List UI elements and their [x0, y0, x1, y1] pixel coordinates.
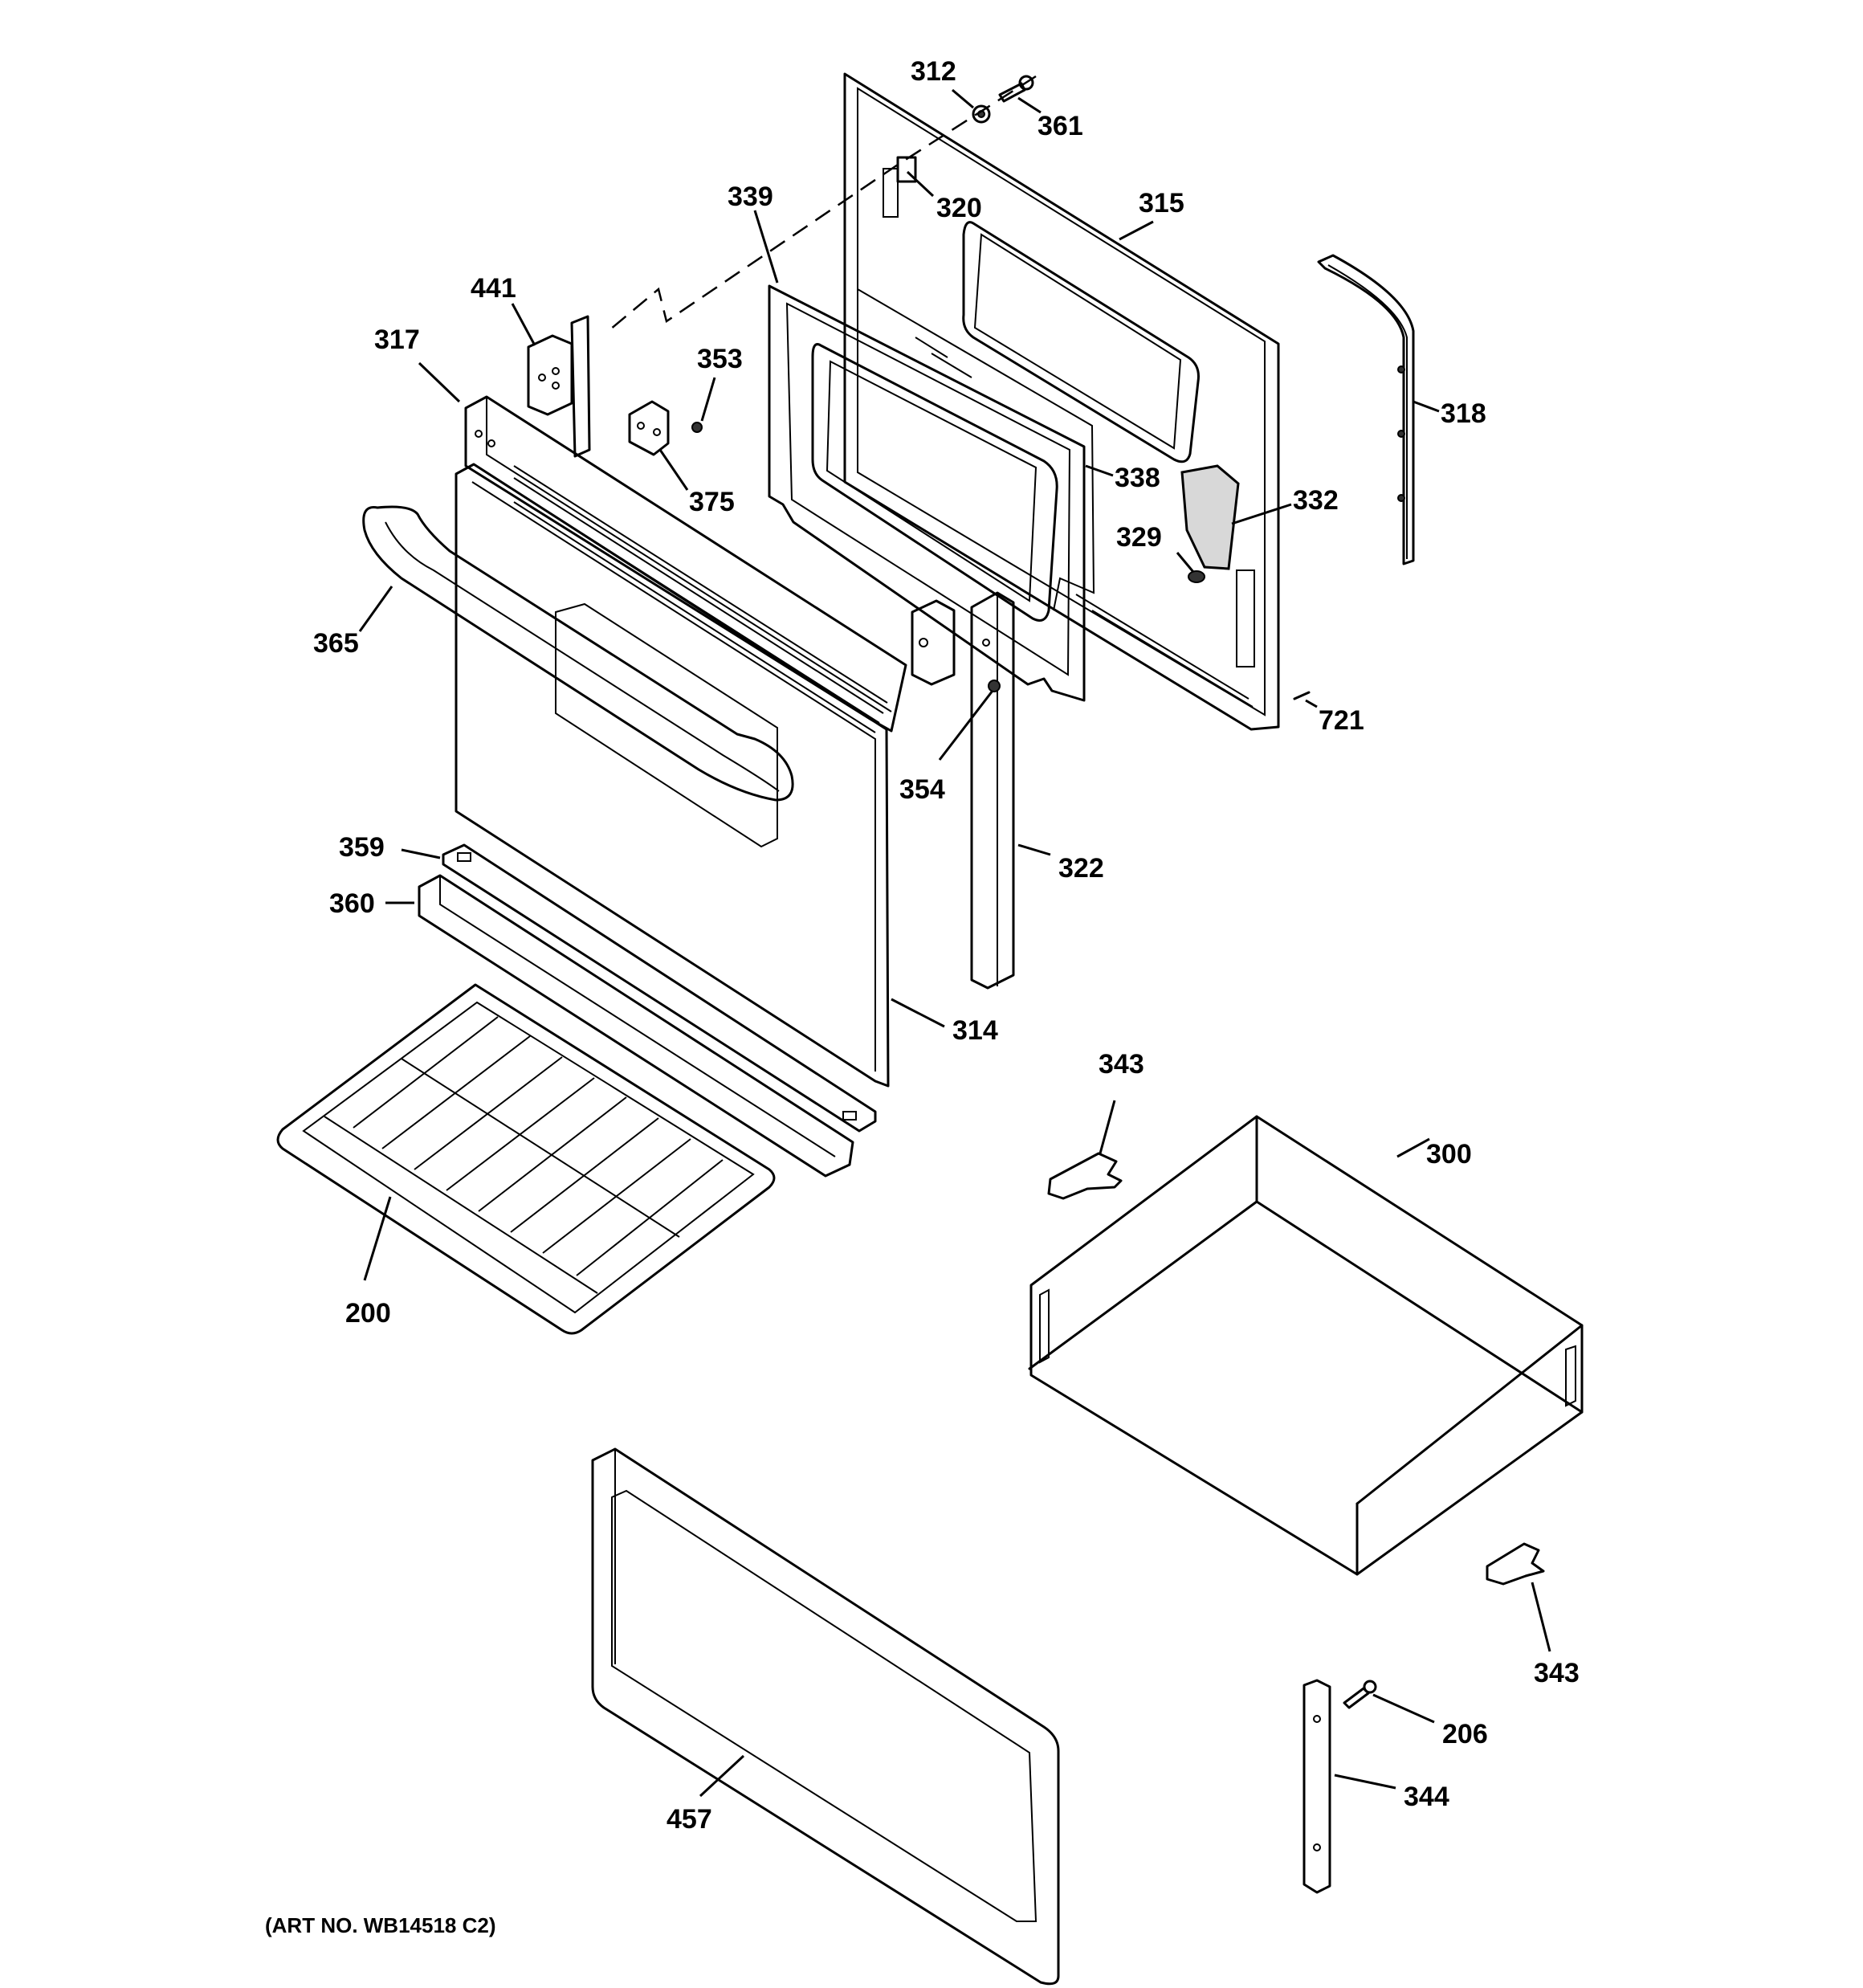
callout-360: 360 [329, 888, 375, 919]
callout-317: 317 [374, 325, 420, 355]
callout-375: 375 [689, 487, 735, 517]
part-354-screw [988, 680, 1001, 692]
part-314-door-panel [455, 463, 890, 1088]
part-338-glass [857, 288, 1095, 611]
callout-312: 312 [911, 56, 956, 87]
part-329-fastener [1188, 570, 1205, 583]
callout-343-bottom: 343 [1534, 1658, 1580, 1688]
part-318-side-trim [1317, 254, 1415, 565]
callout-339: 339 [728, 182, 773, 212]
part-300-drawer-box [1028, 1115, 1584, 1576]
part-344-bracket [1302, 1679, 1331, 1894]
part-200-oven-rack [276, 983, 776, 1335]
callout-200: 200 [345, 1298, 391, 1329]
part-441-hinge-bracket [527, 315, 591, 458]
callout-320: 320 [936, 193, 982, 223]
part-354-bracket [911, 599, 956, 686]
part-315-outer-door-panel [843, 72, 1280, 731]
callout-338: 338 [1115, 463, 1160, 493]
part-339-inner-door-liner [768, 284, 1086, 702]
callout-441: 441 [471, 273, 516, 304]
part-365-handle [362, 505, 794, 802]
callout-361: 361 [1037, 111, 1083, 141]
callout-457: 457 [667, 1804, 712, 1835]
art-number: (ART NO. WB14518 C2) [265, 1913, 496, 1937]
leader-lines [358, 88, 1551, 1798]
callout-labels: 312 361 339 320 315 441 317 353 318 375 … [313, 56, 1580, 1835]
callout-354: 354 [899, 774, 945, 805]
callout-300: 300 [1426, 1139, 1472, 1170]
callout-314: 314 [952, 1015, 998, 1046]
part-322-side-post [970, 591, 1015, 990]
callout-721: 721 [1319, 705, 1364, 736]
callout-315: 315 [1139, 188, 1184, 218]
part-721-screw [1293, 691, 1311, 700]
part-317-vent-trim [464, 395, 907, 733]
part-320-bracket [896, 156, 917, 183]
part-332-insulation [1180, 464, 1240, 570]
part-457-drawer-front [591, 1447, 1060, 1986]
part-360-bottom-trim [418, 874, 854, 1178]
callout-322: 322 [1058, 853, 1104, 884]
callout-359: 359 [339, 832, 385, 863]
part-353-screw [691, 422, 703, 433]
callout-206: 206 [1442, 1719, 1488, 1749]
callout-329: 329 [1116, 522, 1162, 553]
callout-318: 318 [1441, 398, 1486, 429]
part-343-slide-left [1047, 1152, 1123, 1200]
callout-343-top: 343 [1099, 1049, 1144, 1080]
part-206-screw [1343, 1680, 1377, 1709]
callout-332: 332 [1293, 485, 1339, 516]
part-343-slide-right [1486, 1542, 1545, 1586]
callout-353: 353 [697, 344, 743, 374]
part-375-hinge [628, 400, 670, 456]
callout-365: 365 [313, 628, 359, 659]
callout-344: 344 [1404, 1782, 1449, 1812]
part-359-channel [442, 843, 877, 1133]
part-361-screw [998, 75, 1034, 103]
